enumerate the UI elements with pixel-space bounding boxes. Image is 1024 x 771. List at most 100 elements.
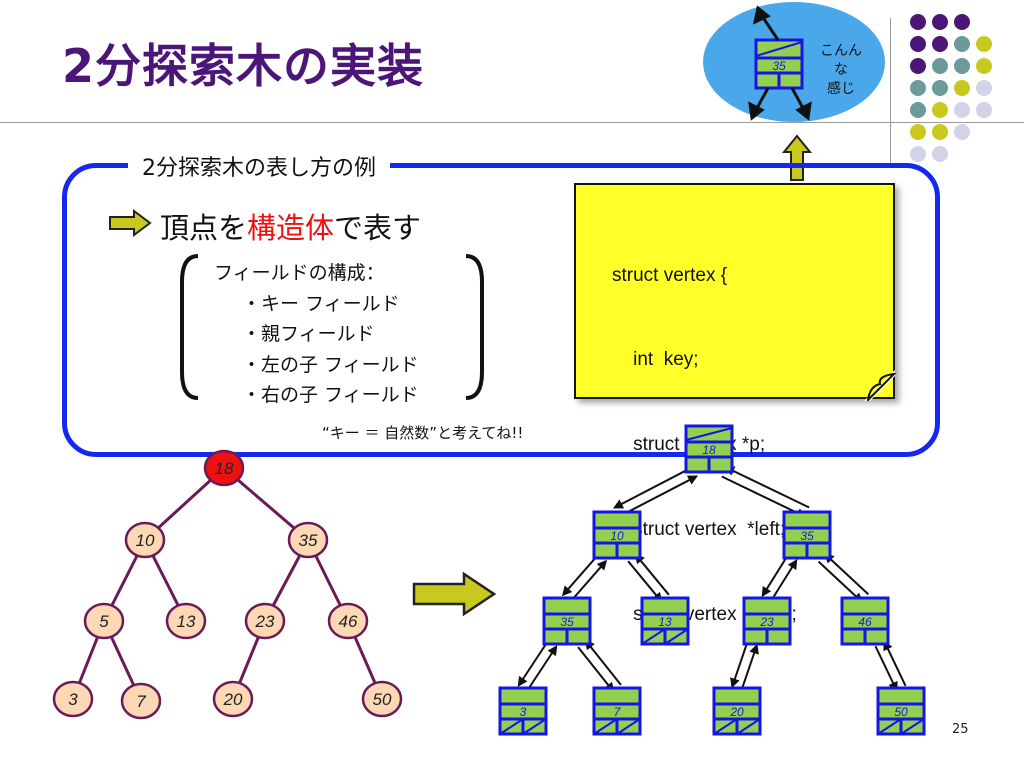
pointer-arrow xyxy=(612,466,693,509)
decorative-dot xyxy=(932,14,948,30)
heading-highlight: 構造体 xyxy=(247,211,335,245)
tree-node: 13 xyxy=(165,602,207,640)
decorative-dot xyxy=(976,36,992,52)
struct-node-key: 46 xyxy=(858,615,872,629)
decorative-dot xyxy=(954,58,970,74)
pointer-arrow xyxy=(883,640,907,687)
title-divider xyxy=(0,122,1024,123)
bubble-caption-line2: 感じ xyxy=(827,81,855,97)
struct-node: 35 xyxy=(782,510,832,560)
slide-title: 2分探索木の実装 xyxy=(62,39,425,93)
tree-node-key: 46 xyxy=(339,612,358,631)
struct-node-key: 20 xyxy=(729,705,744,719)
struct-node: 10 xyxy=(592,510,642,560)
tree-node-key: 5 xyxy=(99,612,109,631)
decorative-dot xyxy=(910,124,926,140)
tree-node-key: 50 xyxy=(373,690,392,709)
pointer-arrow xyxy=(761,554,789,598)
pointer-arrow xyxy=(584,639,622,686)
struct-node: 3 xyxy=(498,686,548,736)
pointer-arrow xyxy=(770,558,798,602)
binary-tree-diagram: 18 10 35 5 13 23 46 3 7 20 50 xyxy=(52,449,403,720)
tree-node: 46 xyxy=(327,602,369,640)
up-arrow-icon xyxy=(782,134,812,181)
tree-node: 50 xyxy=(361,680,403,718)
decorative-dot xyxy=(932,102,948,118)
tree-node-key: 7 xyxy=(136,692,146,711)
tree-node-key: 3 xyxy=(68,690,78,709)
bubble-arrows xyxy=(748,5,812,121)
right-arrow-icon xyxy=(109,209,152,237)
field-item: ・キー フィールド xyxy=(242,292,400,315)
decorative-dot xyxy=(910,102,926,118)
struct-node: 46 xyxy=(840,596,890,646)
decorative-dot xyxy=(954,124,970,140)
code-block: struct vertex { int key; struct vertex *… xyxy=(612,205,797,771)
struct-node-key: 35 xyxy=(560,615,574,629)
tree-node: 23 xyxy=(244,602,286,640)
struct-node-key: 13 xyxy=(658,615,672,629)
decorative-dot xyxy=(976,80,992,96)
note-fold-corner xyxy=(864,370,897,401)
struct-node-key: 7 xyxy=(614,705,622,719)
heading-pre: 頂点を xyxy=(160,211,248,245)
pointer-arrow xyxy=(721,475,807,518)
decorative-dot xyxy=(932,80,948,96)
code-line: struct vertex *left; xyxy=(612,519,786,541)
struct-node: 20 xyxy=(712,686,762,736)
tree-node: 7 xyxy=(120,682,162,720)
pointer-arrow xyxy=(627,560,663,603)
decorative-dot xyxy=(976,58,992,74)
decorative-dot xyxy=(910,36,926,52)
tree-node: 10 xyxy=(124,521,166,559)
tree-node: 3 xyxy=(52,680,94,718)
pointer-arrow xyxy=(577,646,615,693)
vertical-divider xyxy=(890,18,891,168)
tree-node: 5 xyxy=(83,602,125,640)
struct-node: 50 xyxy=(876,686,926,736)
struct-node: 13 xyxy=(640,596,690,646)
code-line: struct vertex { xyxy=(612,264,728,286)
tree-node-key: 23 xyxy=(255,612,275,631)
page-number: 25 xyxy=(952,722,969,737)
tree-node-key: 13 xyxy=(177,612,196,631)
decorative-dot xyxy=(954,80,970,96)
tree-node: 18 xyxy=(203,449,245,487)
struct-node-key: 23 xyxy=(759,615,774,629)
bubble-caption: こんんな 感じ xyxy=(818,42,864,99)
panel-label: 2分探索木の表し方の例 xyxy=(128,150,390,182)
bubble-vertex-key: 35 xyxy=(772,59,786,73)
struct-node-key: 18 xyxy=(702,443,716,457)
pointer-arrow xyxy=(740,643,759,690)
struct-tree-diagram: 18 10 35 35 13 23 46 3 7 20 50 xyxy=(498,424,926,736)
decorative-dot xyxy=(910,146,926,162)
code-note xyxy=(574,183,895,399)
decorative-dot xyxy=(954,36,970,52)
decorative-dot xyxy=(932,146,948,162)
tree-node-key: 20 xyxy=(223,690,243,709)
decorative-dot xyxy=(954,102,970,118)
pointer-arrow xyxy=(730,642,749,689)
struct-node: 18 xyxy=(684,424,734,474)
decorative-dot xyxy=(932,36,948,52)
pointer-arrow xyxy=(570,559,608,602)
decorative-dot xyxy=(910,80,926,96)
struct-node-key: 35 xyxy=(800,529,814,543)
right-arrow-icon xyxy=(412,572,497,616)
tree-node: 20 xyxy=(212,680,254,718)
code-line: int key; xyxy=(612,349,699,371)
pointer-arrow xyxy=(526,645,558,692)
bubble-vertex-icon: 35 xyxy=(754,38,804,90)
field-item: ・左の子 フィールド xyxy=(242,353,419,376)
decorative-dot xyxy=(976,102,992,118)
decorative-dot xyxy=(954,14,970,30)
pointer-arrow xyxy=(823,552,870,596)
decorative-dot xyxy=(910,58,926,74)
tree-node: 35 xyxy=(287,521,329,559)
pointer-arrow xyxy=(634,553,670,596)
pointer-arrow xyxy=(874,645,898,692)
struct-node: 35 xyxy=(542,596,592,646)
struct-node-key: 3 xyxy=(520,705,527,719)
pointer-arrow xyxy=(618,475,699,518)
